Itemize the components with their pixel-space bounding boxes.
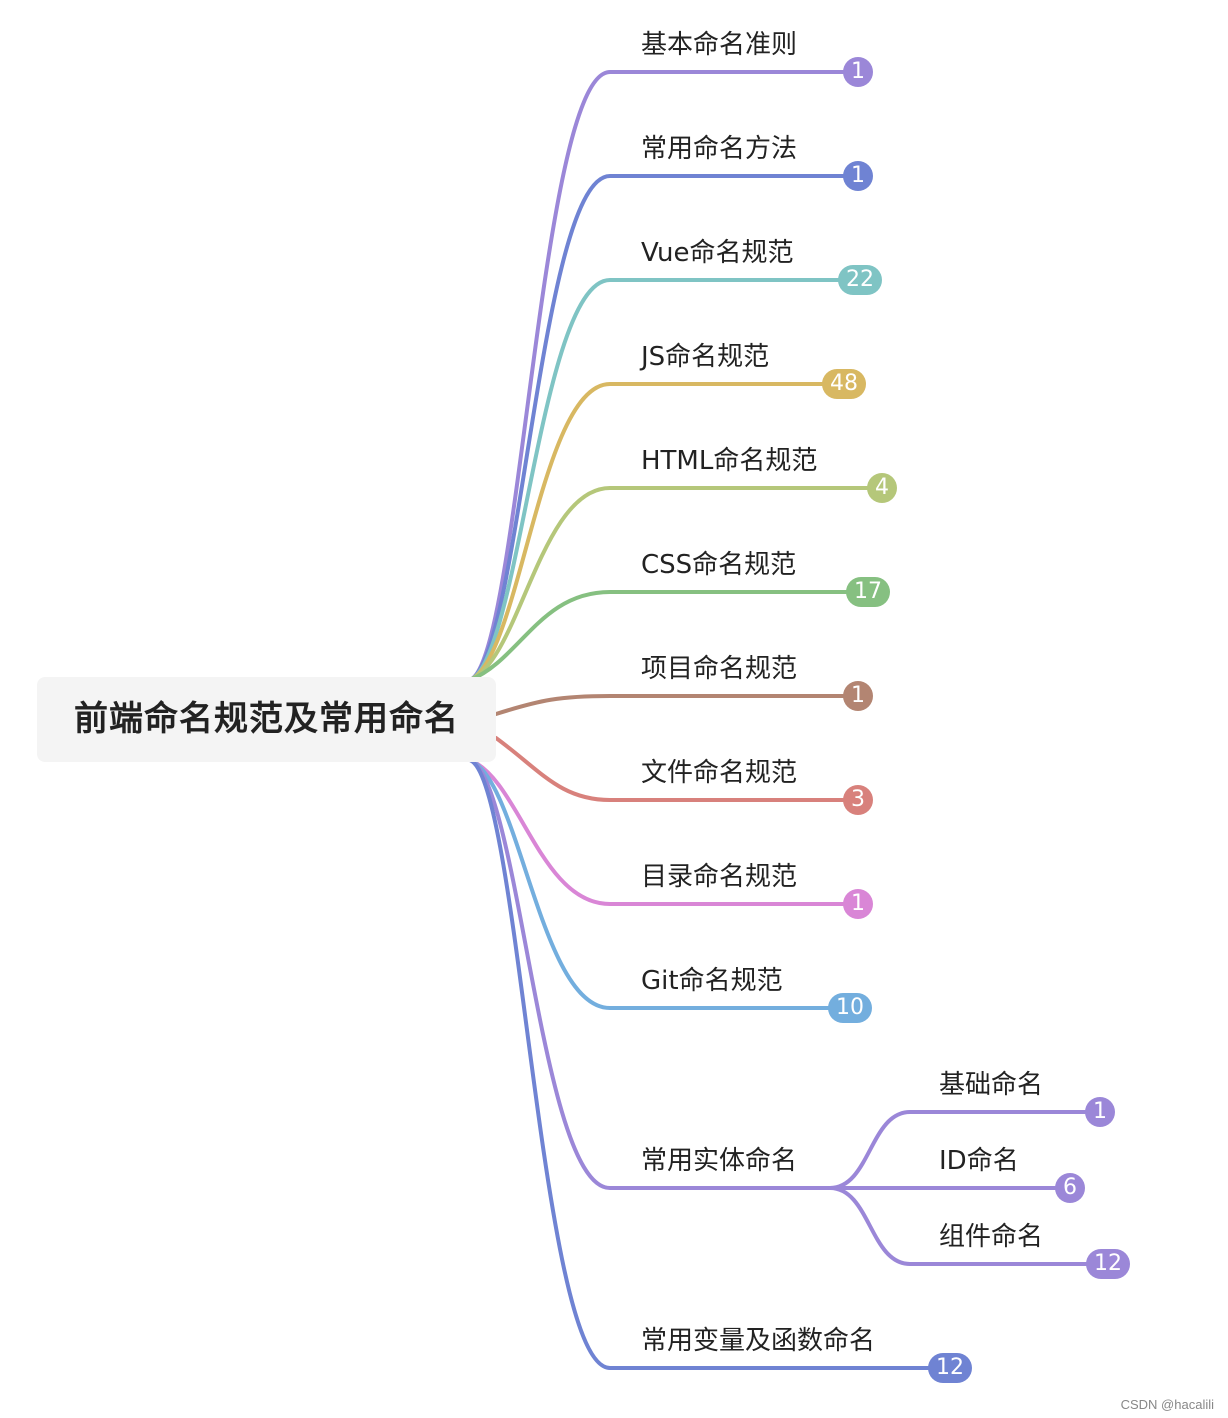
branch-count-badge[interactable]: 17 xyxy=(846,577,890,607)
branch-connector xyxy=(468,590,855,682)
branch-node-label[interactable]: 项目命名规范 xyxy=(641,654,798,684)
branch-node-label[interactable]: 常用实体命名 xyxy=(641,1146,798,1176)
root-node[interactable] xyxy=(37,677,496,762)
child-count-badge[interactable]: 1 xyxy=(1085,1097,1115,1127)
branch-connector xyxy=(468,382,831,682)
branch-count-badge[interactable]: 1 xyxy=(843,57,873,87)
child-count-badge[interactable]: 6 xyxy=(1055,1173,1085,1203)
watermark: CSDN @hacalili xyxy=(1120,1397,1214,1412)
branch-node-label[interactable]: Vue命名规范 xyxy=(641,238,794,268)
branch-node-label[interactable]: HTML命名规范 xyxy=(641,446,818,476)
branch-count-badge[interactable]: 1 xyxy=(843,889,873,919)
branch-count-badge[interactable]: 4 xyxy=(867,473,897,503)
child-node-label[interactable]: ID命名 xyxy=(939,1146,1019,1176)
branch-count-badge[interactable]: 12 xyxy=(928,1353,972,1383)
branch-count-badge[interactable]: 48 xyxy=(822,369,866,399)
branch-node-label[interactable]: 目录命名规范 xyxy=(641,862,798,892)
branch-node-label[interactable]: CSS命名规范 xyxy=(641,550,797,580)
branch-node-label[interactable]: 常用命名方法 xyxy=(641,134,798,164)
branch-count-badge[interactable]: 22 xyxy=(838,265,882,295)
branch-connector xyxy=(468,758,837,1010)
branch-connector xyxy=(468,758,842,1190)
branch-node-label[interactable]: 基本命名准则 xyxy=(641,30,798,60)
branch-count-badge[interactable]: 1 xyxy=(843,681,873,711)
branch-count-badge[interactable]: 3 xyxy=(843,785,873,815)
child-connector xyxy=(828,1186,1095,1266)
branch-node-label[interactable]: Git命名规范 xyxy=(641,966,783,996)
branch-node-label[interactable]: 常用变量及函数命名 xyxy=(641,1326,876,1356)
branch-node-label[interactable]: 文件命名规范 xyxy=(641,758,798,788)
branch-connector xyxy=(494,736,845,802)
child-node-label[interactable]: 组件命名 xyxy=(939,1222,1044,1252)
branch-connector xyxy=(468,174,845,682)
child-count-badge[interactable]: 12 xyxy=(1086,1249,1130,1279)
branch-connector xyxy=(468,758,845,906)
branch-count-badge[interactable]: 10 xyxy=(828,993,872,1023)
branch-node-label[interactable]: JS命名规范 xyxy=(641,342,770,372)
branch-connector xyxy=(468,758,937,1370)
child-node-label[interactable]: 基础命名 xyxy=(939,1070,1044,1100)
branch-connector xyxy=(494,694,845,716)
child-connector xyxy=(828,1110,1087,1190)
root-node-label: 前端命名规范及常用命名 xyxy=(74,699,459,739)
branch-count-badge[interactable]: 1 xyxy=(843,161,873,191)
branch-connector xyxy=(468,278,847,682)
branch-connector xyxy=(468,486,869,682)
